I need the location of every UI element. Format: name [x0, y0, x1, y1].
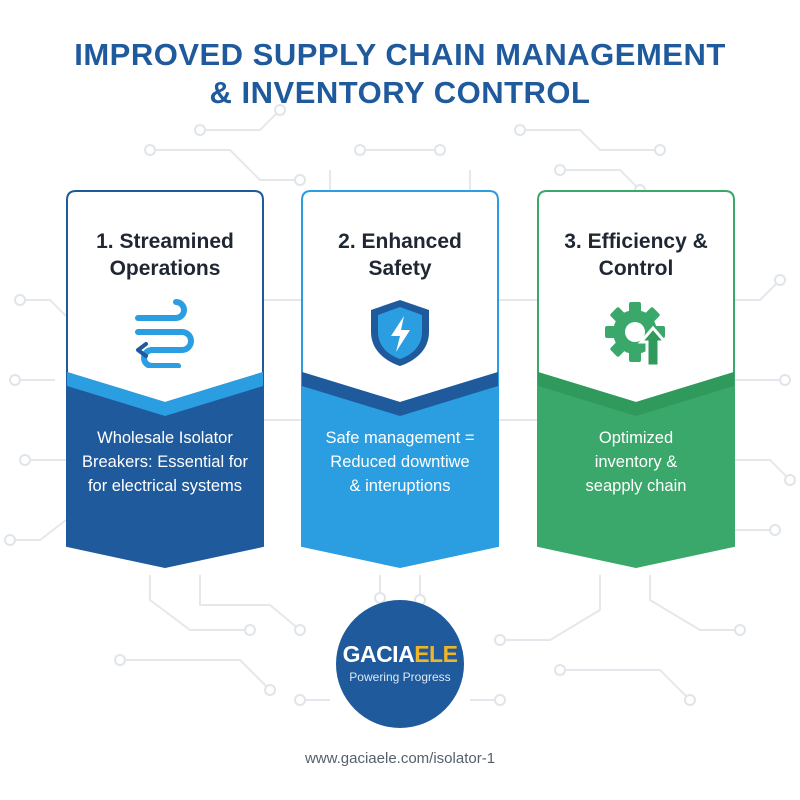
card-description-line-1: Optimized [598, 429, 674, 447]
card-description-line-2: Breakers: Essential for [82, 453, 248, 471]
card-description-line-1: Wholesale Isolator [97, 429, 233, 447]
card-title: 3. Efficiency & Control [537, 228, 735, 282]
shield-lightning-icon [371, 300, 429, 366]
card-description-line-3: seapply chain [585, 477, 687, 495]
card-description: Optimized inventory & seapply chain [545, 426, 727, 498]
streamline-flow-icon [135, 299, 194, 368]
card-shape [537, 190, 735, 568]
card-title-line-2: Operations [109, 257, 221, 280]
card-shape [66, 190, 264, 568]
card-title-line-2: Safety [368, 257, 432, 280]
card-description-line-2: Reduced downtiwe [330, 453, 470, 471]
card-description-line-3: & interuptions [349, 477, 451, 495]
card-title: 2. Enhanced Safety [301, 228, 499, 282]
page-title: IMPROVED SUPPLY CHAIN MANAGEMENT & INVEN… [0, 36, 800, 112]
gear-arrow-up-icon [605, 302, 669, 368]
card-enhanced-safety: 2. Enhanced Safety Safe management = Red… [301, 190, 499, 568]
brand-logo: GACIAELE Powering Progress [336, 600, 464, 728]
logo-word-part-2: ELE [414, 641, 458, 667]
footer-url[interactable]: www.gaciaele.com/isolator-1 [304, 750, 496, 767]
card-description: Safe management = Reduced downtiwe & int… [309, 426, 491, 498]
card-efficiency-control: 3. Efficiency & Control Optimized invent… [537, 190, 735, 568]
card-description-line-1: Safe management = [325, 429, 475, 447]
logo-word-part-1: GACIA [342, 641, 415, 667]
card-streamlined-operations: 1. Streamined Operations Wholesale Isola… [66, 190, 264, 568]
page-title-line-1: IMPROVED SUPPLY CHAIN MANAGEMENT [74, 37, 726, 72]
card-title-line-2: Control [598, 257, 674, 280]
logo-wordmark: GACIAELE [336, 640, 464, 668]
card-description-line-2: inventory & [594, 453, 678, 471]
card-title-line-1: 3. Efficiency & [564, 230, 708, 253]
card-shape [301, 190, 499, 568]
card-title: 1. Streamined Operations [66, 228, 264, 282]
card-title-line-1: 1. Streamined [96, 230, 234, 253]
card-title-line-1: 2. Enhanced [338, 230, 462, 253]
card-description-line-3: for electrical systems [87, 477, 243, 495]
card-description: Wholesale Isolator Breakers: Essential f… [74, 426, 256, 498]
logo-tagline: Powering Progress [349, 670, 451, 684]
page-title-line-2: & INVENTORY CONTROL [209, 75, 591, 110]
